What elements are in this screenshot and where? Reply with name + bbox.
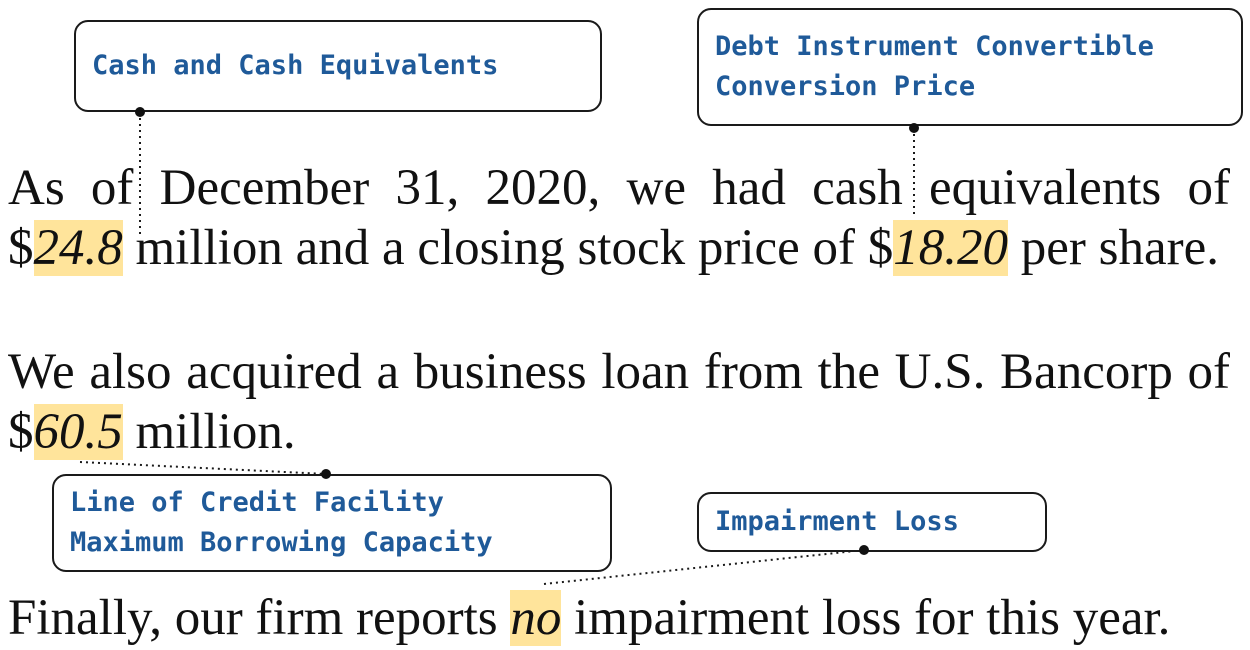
connector-loan xyxy=(79,461,327,475)
callout-conversion-price: Debt Instrument Convertible Conversion P… xyxy=(697,8,1243,126)
highlight-price-value: 18.20 xyxy=(893,220,1009,276)
paragraph3-line: Finally, our firm reports no impairment … xyxy=(8,588,1170,648)
callout-credit-label-1: Line of Credit Facility xyxy=(70,487,444,518)
dollar-sign: $ xyxy=(8,404,34,460)
callout-credit-facility: Line of Credit Facility Maximum Borrowin… xyxy=(52,474,612,572)
callout-cash-label: Cash and Cash Equivalents xyxy=(92,50,499,81)
callout-debt-label-1: Debt Instrument Convertible xyxy=(715,31,1154,62)
paragraph2-line2-post: million. xyxy=(122,404,296,460)
paragraph1-line1: As of December 31, 2020, we had cash equ… xyxy=(8,160,1230,216)
highlight-impairment-value: no xyxy=(510,590,562,646)
paragraph2-line2: $60.5 million. xyxy=(8,402,296,462)
paragraph1-line2-post: per share. xyxy=(1008,220,1219,276)
callout-impairment-label: Impairment Loss xyxy=(715,506,959,537)
callout-cash-equivalents: Cash and Cash Equivalents xyxy=(74,20,602,112)
paragraph1-line2-mid: million and a closing stock price of $ xyxy=(122,220,894,276)
callout-credit-label-2: Maximum Borrowing Capacity xyxy=(70,527,493,558)
dollar-sign: $ xyxy=(8,220,34,276)
highlight-cash-value: 24.8 xyxy=(33,220,123,276)
paragraph1-line2: $24.8 million and a closing stock price … xyxy=(8,218,1219,278)
paragraph2-line1: We also acquired a business loan from th… xyxy=(8,344,1230,400)
paragraph3-post: impairment loss for this year. xyxy=(561,590,1171,646)
callout-debt-label-2: Conversion Price xyxy=(715,71,976,102)
paragraph3-pre: Finally, our firm reports xyxy=(8,590,511,646)
callout-impairment-loss: Impairment Loss xyxy=(697,492,1047,552)
highlight-loan-value: 60.5 xyxy=(33,404,123,460)
